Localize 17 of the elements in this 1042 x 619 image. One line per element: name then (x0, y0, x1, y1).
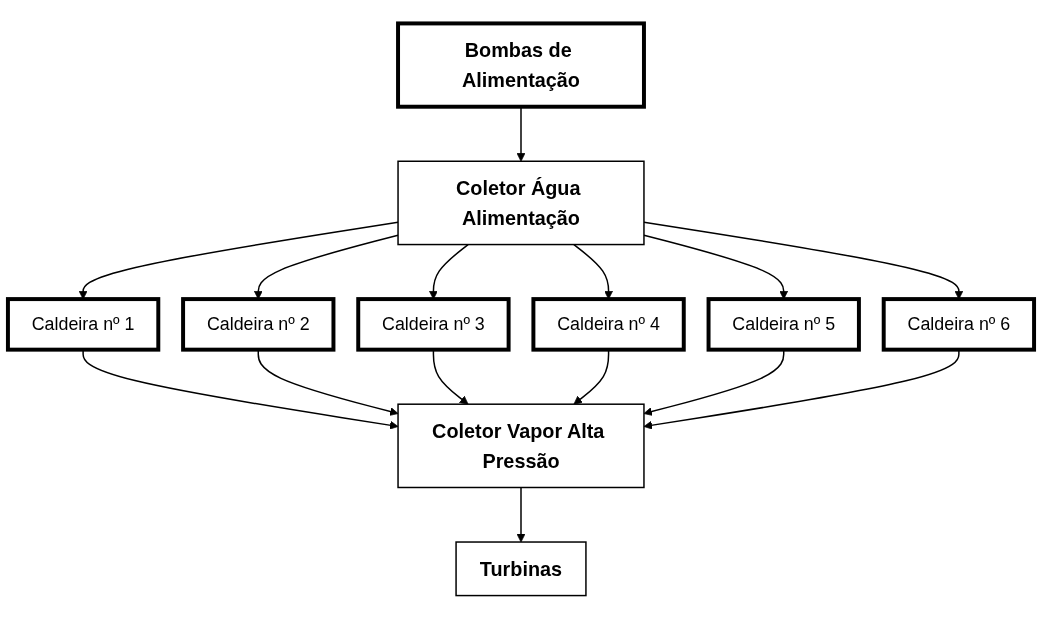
node-box: Caldeira nº 6 (881, 297, 1037, 352)
arrow (643, 234, 789, 300)
node-box: Turbinas (455, 541, 587, 597)
arrow (573, 243, 613, 300)
node-box: Caldeira nº 4 (531, 297, 686, 352)
node-box: Caldeira nº 5 (706, 297, 861, 352)
arrow (253, 234, 399, 300)
node-box: Caldeira nº 3 (356, 297, 511, 352)
arrow (429, 243, 469, 300)
arrow (78, 221, 399, 300)
arrow (643, 221, 964, 300)
node-box: Coletor Água Alimentação (397, 160, 645, 246)
node-box: Coletor Vapor Alta Pressão (397, 403, 645, 489)
arrow (516, 486, 526, 543)
node-box: Caldeira nº 1 (5, 297, 161, 352)
node-box: Bombas de Alimentação (396, 21, 646, 109)
node-box: Caldeira nº 2 (181, 297, 336, 352)
